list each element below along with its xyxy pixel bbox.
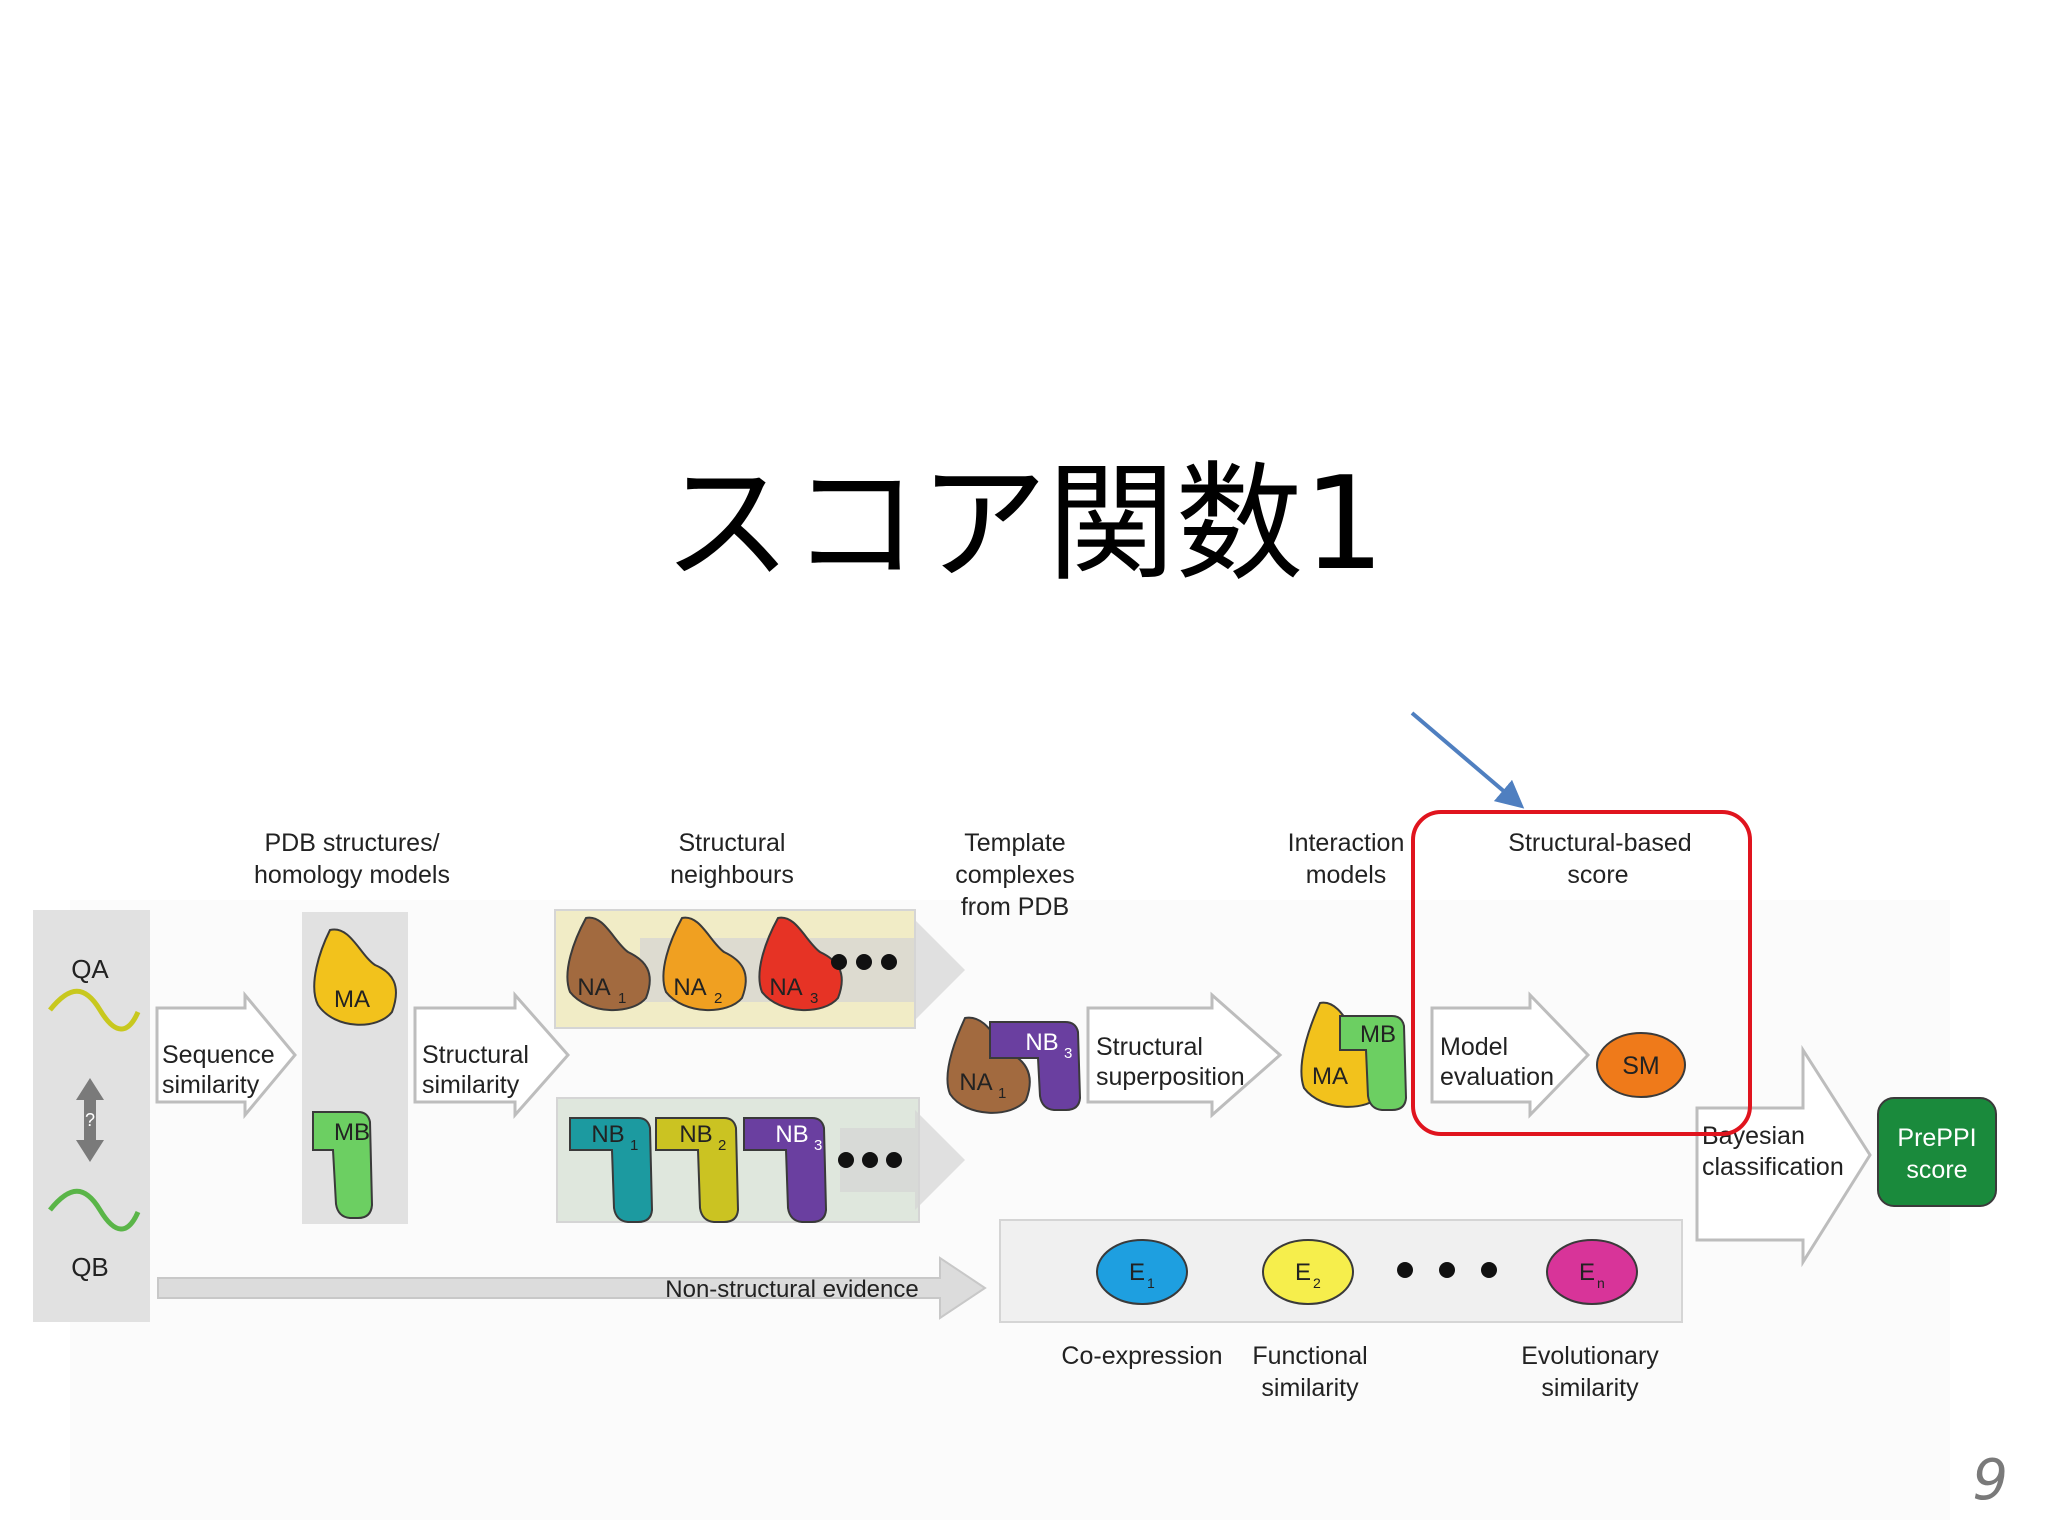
qb-sequence-icon (48, 1188, 141, 1232)
evidence-panel: E 1 E 2 E n (999, 1219, 1683, 1323)
svg-text:3: 3 (810, 990, 818, 1007)
template-complex: NA 1 NB 3 (946, 1016, 1082, 1114)
na-2-shape: NA 2 (662, 916, 747, 1011)
svg-text:2: 2 (714, 990, 722, 1007)
coexpression-label: Co-expression (1061, 1342, 1222, 1370)
svg-text:Sequence: Sequence (162, 1041, 275, 1069)
interaction-models-header: models (1306, 861, 1387, 889)
svg-text:NA: NA (959, 1069, 992, 1096)
svg-text:NA: NA (769, 974, 802, 1001)
slide-title: スコア関数1 (663, 450, 1385, 599)
na-neighbours-panel: NA 1 NA 2 NA 3 (554, 909, 965, 1029)
svg-text:2: 2 (718, 1137, 726, 1154)
svg-text:1: 1 (618, 990, 626, 1007)
mb-shape: MB (312, 1111, 374, 1219)
svg-text:2: 2 (1313, 1275, 1321, 1291)
svg-text:Model: Model (1440, 1033, 1508, 1061)
nb-2-shape: NB 2 (655, 1117, 740, 1223)
svg-text:MB: MB (334, 1119, 370, 1146)
functional-similarity-label: similarity (1261, 1374, 1359, 1402)
structural-neighbours-header: neighbours (670, 861, 794, 889)
interaction-question-icon: ? (76, 1078, 104, 1162)
model-evaluation-arrow: Model evaluation (1430, 991, 1591, 1119)
svg-text:1: 1 (998, 1085, 1006, 1102)
svg-text:SM: SM (1622, 1052, 1660, 1080)
e2-oval: E 2 (1262, 1239, 1354, 1305)
svg-text:evaluation: evaluation (1440, 1063, 1554, 1091)
structural-superposition-arrow: Structural superposition (1086, 991, 1283, 1119)
svg-text:MB: MB (1360, 1021, 1396, 1048)
structural-similarity-arrow: Structural similarity (413, 991, 571, 1119)
nb-1-shape: NB 1 (569, 1117, 654, 1223)
highlight-box (1411, 810, 1752, 1136)
svg-text:E: E (1295, 1259, 1311, 1286)
evolutionary-similarity-label: similarity (1541, 1374, 1639, 1402)
structural-based-score-header: score (1567, 861, 1628, 889)
svg-text:E: E (1579, 1259, 1595, 1286)
svg-text:NB: NB (1025, 1029, 1058, 1056)
svg-text:PrePPI: PrePPI (1897, 1124, 1976, 1152)
svg-text:similarity: similarity (422, 1071, 520, 1099)
template-complexes-header: from PDB (961, 893, 1069, 921)
preppi-score-box: PrePPI score (1877, 1097, 1997, 1207)
svg-text:NA: NA (577, 974, 610, 1001)
svg-text:1: 1 (630, 1137, 638, 1154)
query-panel: QA ? QB (33, 910, 150, 1322)
pointer-arrow (1410, 711, 1525, 809)
e1-oval: E 1 (1096, 1239, 1188, 1305)
svg-text:3: 3 (814, 1137, 822, 1154)
structural-based-score-header: Structural-based (1508, 829, 1691, 857)
na-3-shape: NA 3 (758, 916, 843, 1011)
qa-label: QA (71, 954, 109, 984)
nb-3-shape: NB 3 (743, 1117, 828, 1223)
svg-text:MA: MA (334, 986, 370, 1013)
template-complexes-header: Template (964, 829, 1065, 857)
en-oval: E n (1546, 1239, 1638, 1305)
svg-text:Non-structural evidence: Non-structural evidence (665, 1276, 918, 1303)
svg-text:1: 1 (1147, 1275, 1155, 1291)
non-structural-evidence-arrow: Non-structural evidence (157, 1256, 987, 1320)
svg-text:MA: MA (1312, 1063, 1348, 1090)
svg-text:NB: NB (679, 1121, 712, 1148)
na-1-shape: NA 1 (566, 916, 651, 1011)
interaction-model: MA MB (1300, 1001, 1408, 1111)
nb-neighbours-panel: NB 1 NB 2 NB 3 (556, 1097, 965, 1223)
sm-score-oval: SM (1596, 1032, 1686, 1098)
qb-label: QB (71, 1252, 109, 1282)
nb-ellipsis (838, 1152, 902, 1168)
svg-text:score: score (1906, 1156, 1967, 1184)
svg-text:Structural: Structural (422, 1041, 529, 1069)
svg-text:3: 3 (1064, 1045, 1072, 1062)
ma-shape: MA (313, 928, 397, 1026)
pdb-structures-header: PDB structures/ (264, 829, 439, 857)
svg-text:Structural: Structural (1096, 1033, 1203, 1061)
structural-neighbours-header: Structural (679, 829, 786, 857)
page-number: 9 (1972, 1448, 2008, 1513)
svg-text:E: E (1129, 1259, 1145, 1286)
svg-text:similarity: similarity (162, 1071, 260, 1099)
pdb-structures-header: homology models (254, 861, 450, 889)
svg-text:NB: NB (591, 1121, 624, 1148)
svg-text:?: ? (85, 1110, 95, 1130)
interaction-models-header: Interaction (1288, 829, 1405, 857)
na-ellipsis (831, 954, 897, 970)
svg-text:NA: NA (673, 974, 706, 1001)
pdb-structures-panel: MA MB (302, 912, 408, 1224)
template-complexes-header: complexes (955, 861, 1075, 889)
evidence-ellipsis (1397, 1262, 1497, 1278)
qa-sequence-icon (48, 988, 141, 1032)
svg-text:NB: NB (775, 1121, 808, 1148)
svg-text:classification: classification (1702, 1153, 1844, 1181)
svg-text:n: n (1597, 1275, 1605, 1291)
evolutionary-similarity-label: Evolutionary (1521, 1342, 1659, 1370)
sequence-similarity-arrow: Sequence similarity (155, 990, 297, 1120)
svg-text:superposition: superposition (1096, 1063, 1245, 1091)
functional-similarity-label: Functional (1252, 1342, 1367, 1370)
